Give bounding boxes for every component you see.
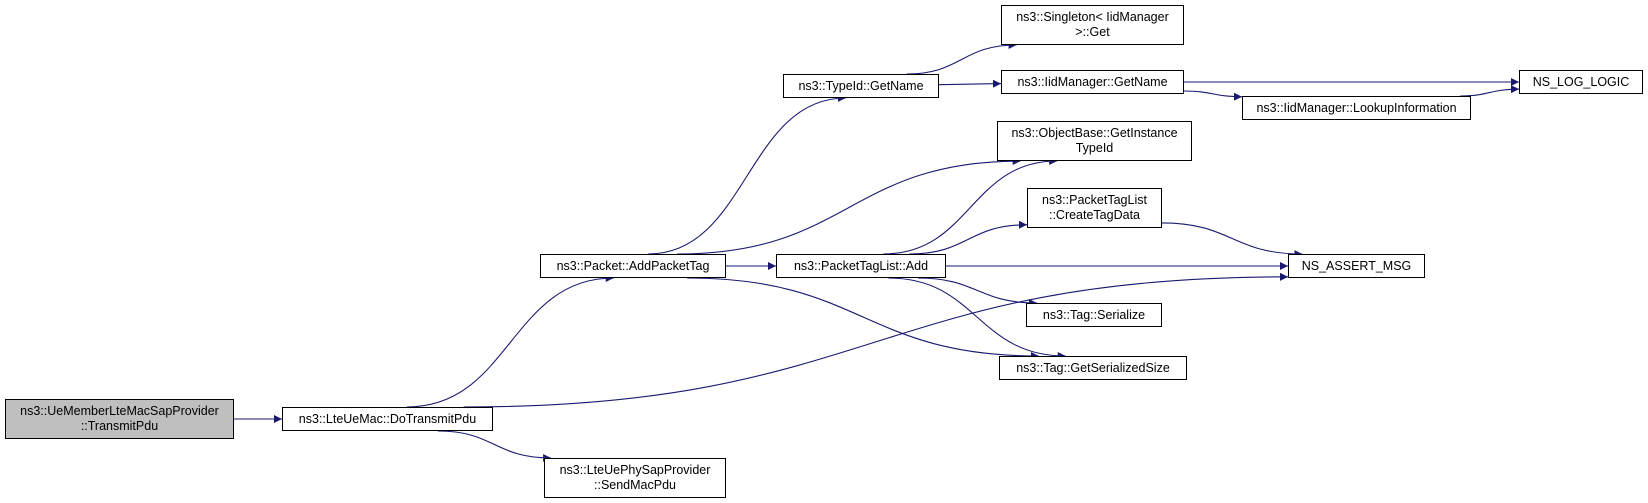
edge-typeid_get_name-to-singleton_get [906,41,1017,75]
node-label: ns3::Tag::Serialize [1042,307,1146,322]
node-label: ns3::IidManager::GetName [1017,74,1168,89]
edge-do_transmit_pdu-to-add_packet_tag [406,274,614,408]
node-lte-ue-phy-sap-provider-send-mac-pdu[interactable]: ns3::LteUePhySapProvider ::SendMacPdu [544,458,726,498]
edge-add_packet_tag-to-typeid_get_name [648,94,846,255]
edge-iid_get_name-to-lookup_information [1183,90,1243,101]
node-tag-serialize[interactable]: ns3::Tag::Serialize [1026,303,1162,327]
node-label: ns3::PacketTagList::Add [793,258,929,273]
node-lte-ue-mac-do-transmit-pdu[interactable]: ns3::LteUeMac::DoTransmitPdu [282,407,493,431]
node-label: ns3::Packet::AddPacketTag [556,258,710,273]
node-label-line1: ns3::PacketTagList [1042,193,1147,207]
node-packet-add-packet-tag[interactable]: ns3::Packet::AddPacketTag [540,254,726,278]
edge-lookup_information-to-ns_log_logic [1460,85,1520,97]
node-iid-manager-lookup-information[interactable]: ns3::IidManager::LookupInformation [1242,96,1471,120]
node-label-line1: ns3::Singleton< IidManager [1016,10,1169,24]
edge-create_tag_data-to-ns_assert_msg [1161,222,1303,258]
node-ns-assert-msg[interactable]: NS_ASSERT_MSG [1288,254,1425,278]
node-label: ns3::IidManager::LookupInformation [1256,100,1457,115]
node-label: ns3::TypeId::GetName [798,78,924,93]
node-packet-tag-list-create-tag-data[interactable]: ns3::PacketTagList ::CreateTagData [1027,188,1162,228]
edge-packet_tag_list_add-to-tag_serialize [918,277,1037,307]
edge-packet_tag_list_add-to-tag_get_serialized_size [888,277,1066,360]
edge-add_packet_tag-to-get_instance_typeid [677,157,1021,255]
node-iid-manager-get-name[interactable]: ns3::IidManager::GetName [1001,70,1184,94]
node-label-line2: TypeId [1075,141,1114,155]
edge-do_transmit_pdu-to-send_mac_pdu [437,430,552,462]
node-singleton-iid-manager-get[interactable]: ns3::Singleton< IidManager >::Get [1001,5,1184,45]
node-label-line2: ::CreateTagData [1048,208,1140,222]
node-object-base-get-instance-typeid[interactable]: ns3::ObjectBase::GetInstance TypeId [997,121,1192,161]
node-label-line2: ::TransmitPdu [80,419,159,433]
node-typeid-get-name[interactable]: ns3::TypeId::GetName [783,74,939,98]
node-label-line1: ns3::ObjectBase::GetInstance [1011,126,1178,140]
node-ns-log-logic[interactable]: NS_LOG_LOGIC [1519,70,1643,94]
edge-do_transmit_pdu-to-ns_assert_msg [463,272,1289,408]
edge-packet_tag_list_add-to-get_instance_typeid [883,157,1058,255]
node-label: ns3::Tag::GetSerializedSize [1016,360,1170,375]
node-label-line2: ::SendMacPdu [594,478,676,492]
edge-packet_tag_list_add-to-create_tag_data [909,220,1028,255]
node-ue-member-lte-mac-sap-provider-transmit-pdu[interactable]: ns3::UeMemberLteMacSapProvider ::Transmi… [5,399,234,439]
node-tag-get-serialized-size[interactable]: ns3::Tag::GetSerializedSize [999,356,1187,380]
node-label: NS_LOG_LOGIC [1532,74,1630,89]
edge-add_packet_tag-to-tag_get_serialized_size [687,277,1039,360]
edge-typeid_get_name-to-iid_get_name [938,79,1002,88]
node-packet-tag-list-add[interactable]: ns3::PacketTagList::Add [776,254,946,278]
node-label-line1: ns3::UeMemberLteMacSapProvider [20,404,219,418]
node-label: ns3::LteUeMac::DoTransmitPdu [298,411,477,426]
node-label: NS_ASSERT_MSG [1301,258,1412,273]
node-label-line1: ns3::LteUePhySapProvider [559,463,711,477]
node-label-line2: >::Get [1075,25,1110,39]
